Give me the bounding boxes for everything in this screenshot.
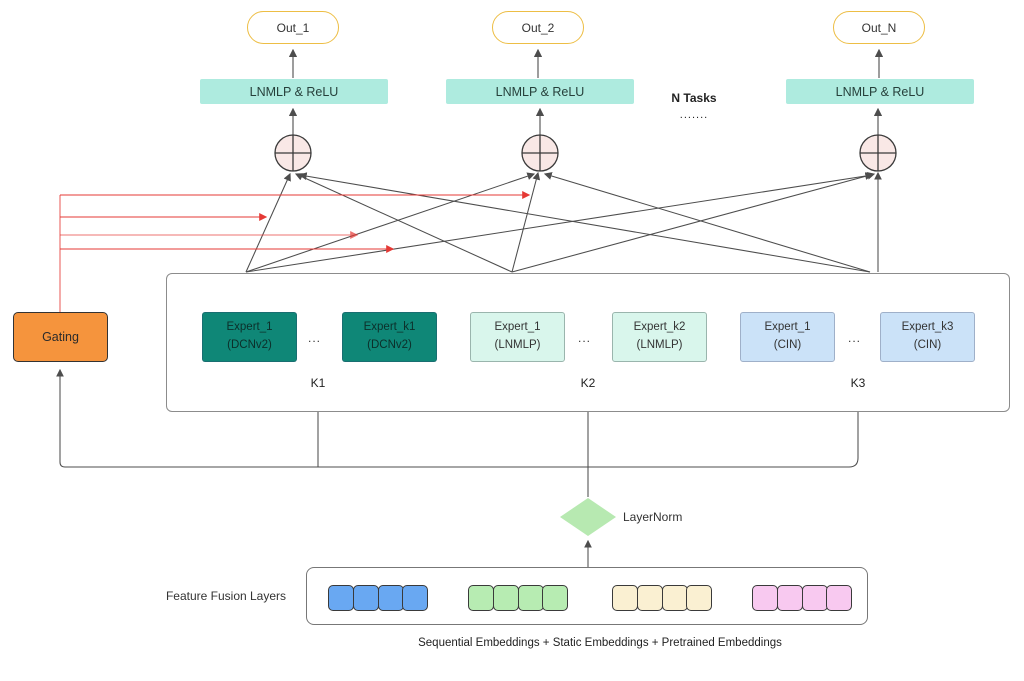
- tower-label: LNMLP & ReLU: [249, 84, 339, 99]
- expert-ellipsis: ...: [578, 331, 592, 345]
- expert-box-lnmlp-last: Expert_k2 (LNMLP): [612, 312, 707, 362]
- expert-name: Expert_1: [764, 321, 811, 334]
- experts-container: [166, 273, 1010, 412]
- expert-box-dcnv2-first: Expert_1 (DCNv2): [202, 312, 297, 362]
- task-tower-1: LNMLP & ReLU: [200, 79, 388, 104]
- embedding-cell: [517, 585, 544, 611]
- embedding-cell: [352, 585, 379, 611]
- sum-to-tower-arrows: [288, 107, 883, 135]
- embedding-cell: [328, 585, 354, 611]
- expert-type: (CIN): [773, 339, 802, 351]
- output-node-2: Out_2: [492, 11, 584, 44]
- expert-name: Expert_k2: [633, 321, 686, 334]
- output-node-1: Out_1: [247, 11, 339, 44]
- embedding-cell: [612, 585, 638, 611]
- layernorm-diamond: [560, 498, 616, 536]
- sum-node: [274, 134, 312, 172]
- tower-label: LNMLP & ReLU: [495, 84, 585, 99]
- expert-type: (LNMLP): [636, 339, 683, 351]
- output-label: Out_N: [861, 20, 897, 35]
- n-tasks-note: N Tasks .......: [649, 91, 739, 121]
- sum-node: [521, 134, 559, 172]
- k3-label: K3: [850, 376, 866, 390]
- expert-ellipsis: ...: [848, 331, 862, 345]
- expert-type: (CIN): [913, 339, 942, 351]
- output-label: Out_1: [276, 20, 310, 35]
- tower-to-output-arrows: [288, 48, 884, 78]
- expert-ellipsis: ...: [308, 331, 322, 345]
- embedding-cells-yellow: [612, 585, 713, 611]
- pretrained-embedding-cells: [752, 585, 853, 611]
- embedding-cell: [542, 585, 569, 611]
- expert-name: Expert_k1: [363, 321, 416, 334]
- n-tasks-dots: .......: [679, 109, 709, 121]
- expert-box-lnmlp-first: Expert_1 (LNMLP): [470, 312, 565, 362]
- static-embedding-cells: [468, 585, 569, 611]
- expert-type: (DCNv2): [367, 339, 412, 351]
- sequential-embedding-cells: [328, 585, 429, 611]
- k2-label: K2: [580, 376, 596, 390]
- task-tower-n: LNMLP & ReLU: [786, 79, 974, 104]
- expert-box-cin-last: Expert_k3 (CIN): [880, 312, 975, 362]
- feature-fusion-label: Feature Fusion Layers: [165, 589, 287, 603]
- tower-label: LNMLP & ReLU: [835, 84, 925, 99]
- embedding-cell: [776, 585, 803, 611]
- output-node-n: Out_N: [833, 11, 925, 44]
- embedding-cell: [492, 585, 519, 611]
- embedding-cell: [801, 585, 828, 611]
- gating-weight-arrows: [59, 191, 531, 317]
- expert-box-cin-first: Expert_1 (CIN): [740, 312, 835, 362]
- embedding-cell: [402, 585, 429, 611]
- expert-type: (LNMLP): [494, 339, 541, 351]
- expert-name: Expert_1: [494, 321, 541, 334]
- embedding-cell: [686, 585, 713, 611]
- embedding-cell: [752, 585, 778, 611]
- expert-to-sum-edges: [245, 171, 882, 273]
- embeddings-caption: Sequential Embeddings + Static Embedding…: [418, 637, 782, 649]
- embedding-cell: [636, 585, 663, 611]
- embedding-cell: [661, 585, 688, 611]
- embedding-cell: [826, 585, 853, 611]
- gating-box: Gating: [13, 312, 108, 362]
- expert-name: Expert_1: [226, 321, 273, 334]
- embedding-cell: [377, 585, 404, 611]
- embedding-cell: [468, 585, 494, 611]
- n-tasks-label: N Tasks: [671, 91, 717, 105]
- expert-box-dcnv2-last: Expert_k1 (DCNv2): [342, 312, 437, 362]
- expert-type: (DCNv2): [227, 339, 272, 351]
- gating-label: Gating: [42, 330, 79, 344]
- layernorm-label: LayerNorm: [623, 510, 683, 524]
- task-tower-2: LNMLP & ReLU: [446, 79, 634, 104]
- expert-name: Expert_k3: [901, 321, 954, 334]
- k1-label: K1: [310, 376, 326, 390]
- output-label: Out_2: [521, 20, 555, 35]
- sum-node: [859, 134, 897, 172]
